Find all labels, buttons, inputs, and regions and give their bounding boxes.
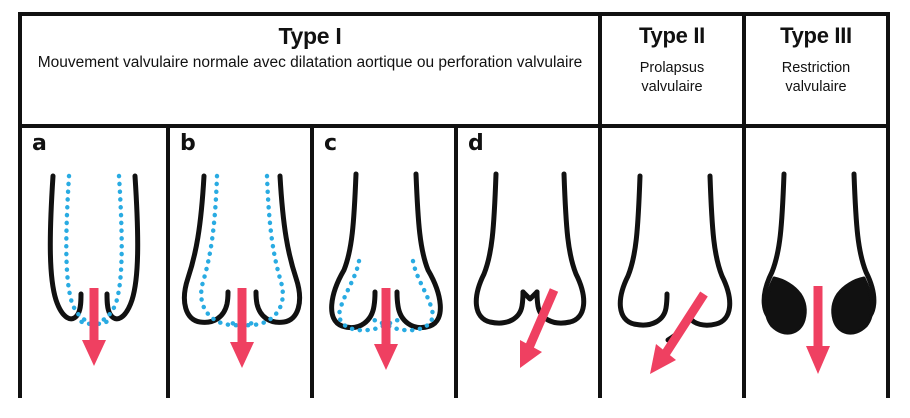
leaflet-perforation-d: [520, 289, 540, 302]
thickened-restricted-leaflets-type-3: [764, 276, 874, 335]
panel-b: b: [166, 128, 310, 398]
aortic-root-outline-type-2: [617, 173, 733, 328]
type-3-subtitle: Restriction valvulaire: [781, 60, 851, 95]
regurgitant-jet-arrow-c: [374, 288, 398, 370]
header-cell-type-3: Type III Restriction valvulaire: [742, 16, 886, 124]
header-cell-type-1: Type I Mouvement valvulaire normale avec…: [22, 16, 598, 124]
type-1-title: Type I: [278, 23, 342, 49]
regurgitant-jet-arrow-type-2: [650, 291, 708, 374]
type-3-title: Type III: [780, 23, 852, 48]
panel-b-label: b: [180, 131, 196, 156]
regurgitant-jet-arrow-d: [520, 288, 559, 368]
type-1-subtitle: Mouvement valvulaire normale avec dilata…: [37, 54, 583, 71]
header-cell-type-2: Type II Prolapsus valvulaire: [598, 16, 742, 124]
panel-type-3: [742, 128, 886, 398]
panel-c: c: [310, 128, 454, 398]
panel-a: a: [22, 128, 166, 398]
regurgitant-jet-arrow-a: [82, 288, 106, 366]
aortic-root-outline-a: [47, 173, 141, 322]
regurgitant-jet-arrow-type-3: [806, 286, 830, 374]
figure-header-row: Type I Mouvement valvulaire normale avec…: [22, 16, 886, 128]
panel-d: d: [454, 128, 598, 398]
aortic-root-outline-d: [473, 171, 587, 326]
panel-c-label: c: [324, 131, 338, 156]
type-2-subtitle: Prolapsus valvulaire: [639, 60, 705, 95]
aortic-root-outline-c: [329, 171, 443, 330]
aortic-root-outline-b: [182, 173, 302, 325]
panel-d-label: d: [468, 131, 484, 156]
panel-a-label: a: [32, 131, 47, 156]
type-2-title: Type II: [639, 23, 705, 48]
figure-panels-row: a b: [22, 128, 886, 398]
panel-type-2: [598, 128, 742, 398]
regurgitant-jet-arrow-b: [230, 288, 254, 368]
valve-classification-figure: Type I Mouvement valvulaire normale avec…: [18, 12, 890, 398]
